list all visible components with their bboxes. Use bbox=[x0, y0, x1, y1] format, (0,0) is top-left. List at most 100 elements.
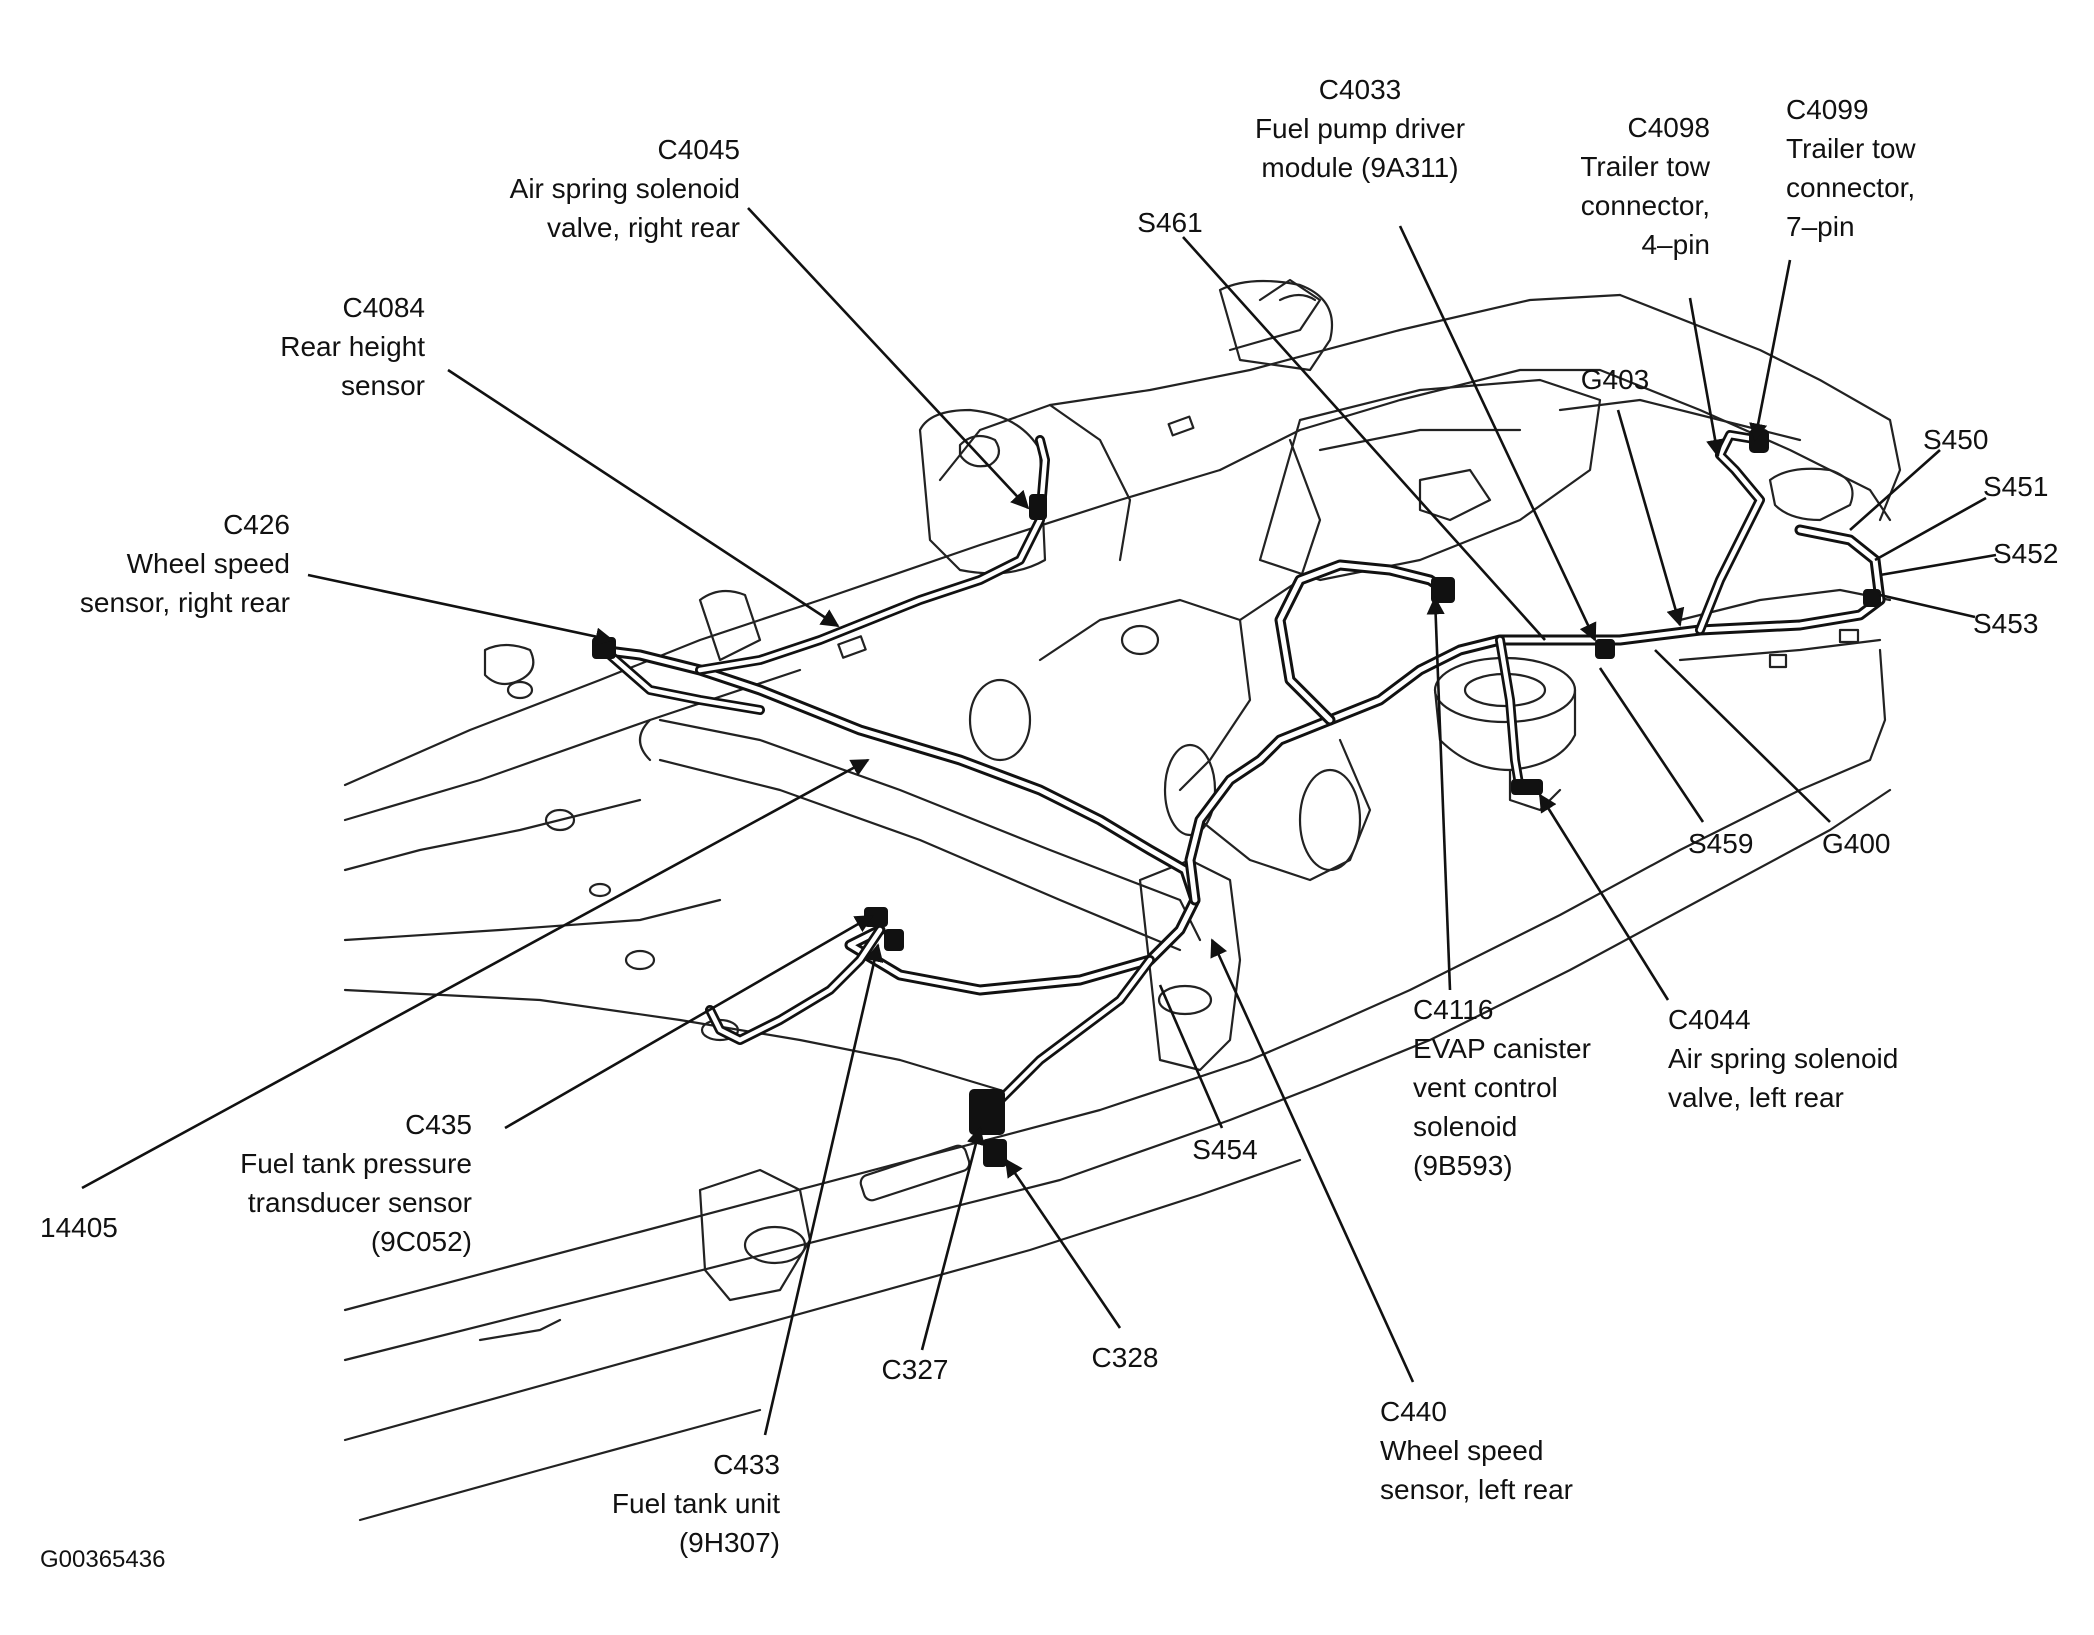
label-line: Fuel tank unit bbox=[611, 1488, 780, 1519]
label-c4116: C4116 EVAP canister vent control solenoi… bbox=[1413, 990, 1591, 1185]
leader-s452 bbox=[1879, 553, 1997, 577]
label-code: S452 bbox=[1993, 538, 2059, 569]
label-line: connector, bbox=[1580, 190, 1710, 221]
label-g403: G403 bbox=[1540, 360, 1690, 399]
label-line: Air spring solenoid bbox=[1668, 1043, 1899, 1074]
label-code: C433 bbox=[713, 1449, 780, 1480]
label-code: C426 bbox=[223, 509, 290, 540]
leader-s451 bbox=[1874, 496, 1987, 562]
label-code: C4045 bbox=[657, 134, 740, 165]
leader-c4116 bbox=[1426, 596, 1452, 991]
label-line: transducer sensor bbox=[247, 1187, 472, 1218]
label-code: C4098 bbox=[1627, 112, 1710, 143]
label-c4098: C4098 Trailer tow connector, 4–pin bbox=[1510, 108, 1710, 264]
label-line: Wheel speed bbox=[1380, 1435, 1544, 1466]
leader-c433 bbox=[763, 943, 884, 1436]
label-code: C435 bbox=[405, 1109, 472, 1140]
figure-id: G00365436 bbox=[40, 1546, 166, 1573]
label-c433: C433 Fuel tank unit (9H307) bbox=[560, 1445, 780, 1562]
leader-c328 bbox=[1004, 1158, 1122, 1329]
label-line: Trailer tow bbox=[1580, 151, 1710, 182]
label-code: C4044 bbox=[1668, 1004, 1751, 1035]
label-line: solenoid bbox=[1413, 1111, 1518, 1142]
label-code: G400 bbox=[1822, 828, 1891, 859]
label-s454: S454 bbox=[1170, 1130, 1280, 1169]
frame-upper-rail bbox=[343, 468, 1222, 787]
leader-14405 bbox=[81, 758, 870, 1190]
leader-c4098 bbox=[1688, 297, 1725, 458]
leader-s454 bbox=[1158, 984, 1224, 1129]
label-code: S450 bbox=[1923, 424, 1989, 455]
leader-c4033 bbox=[1398, 225, 1597, 642]
label-code: S459 bbox=[1688, 828, 1754, 859]
label-line: Wheel speed bbox=[126, 548, 290, 579]
label-line: sensor, left rear bbox=[1380, 1474, 1573, 1505]
label-line: sensor bbox=[340, 370, 425, 401]
label-s450: S450 bbox=[1923, 420, 1988, 459]
label-code: C328 bbox=[1091, 1342, 1159, 1373]
label-c4044: C4044 Air spring solenoid valve, left re… bbox=[1668, 1000, 1898, 1117]
label-g400: G400 bbox=[1822, 824, 1891, 863]
wiring-harness bbox=[594, 430, 1886, 1115]
label-c435: C435 Fuel tank pressure transducer senso… bbox=[200, 1105, 472, 1261]
label-c327: C327 bbox=[860, 1350, 970, 1389]
frame-cross-tube bbox=[658, 718, 1202, 942]
leader-c440 bbox=[1210, 938, 1415, 1383]
label-line: connector, bbox=[1786, 172, 1916, 203]
label-code: C327 bbox=[881, 1354, 949, 1385]
leader-s459 bbox=[1598, 667, 1705, 823]
label-line: 7–pin bbox=[1786, 211, 1855, 242]
label-line: Fuel pump driver bbox=[1254, 113, 1466, 144]
label-s461: S461 bbox=[1100, 203, 1240, 242]
label-line: (9C052) bbox=[370, 1226, 472, 1257]
leader-c4044 bbox=[1538, 793, 1670, 1001]
label-code: S461 bbox=[1137, 207, 1203, 238]
label-14405: 14405 bbox=[40, 1208, 118, 1247]
label-c328: C328 bbox=[1070, 1338, 1180, 1377]
leader-s450 bbox=[1849, 449, 1941, 531]
label-code: C4033 bbox=[1318, 74, 1402, 105]
label-line: (9B593) bbox=[1413, 1150, 1513, 1181]
label-line: valve, left rear bbox=[1668, 1082, 1844, 1113]
leader-lines bbox=[81, 207, 1997, 1436]
label-s451: S451 bbox=[1983, 467, 2048, 506]
label-code: 14405 bbox=[40, 1212, 118, 1243]
label-s459: S459 bbox=[1688, 824, 1753, 863]
leader-c4099 bbox=[1749, 259, 1792, 442]
label-c4033: C4033 Fuel pump driver module (9A311) bbox=[1210, 70, 1510, 187]
label-line: (9H307) bbox=[678, 1527, 780, 1558]
label-line: Trailer tow bbox=[1786, 133, 1916, 164]
leader-c426 bbox=[307, 573, 614, 646]
fuel-tank bbox=[1258, 378, 1602, 582]
label-line: vent control bbox=[1413, 1072, 1558, 1103]
leader-c327 bbox=[920, 1126, 985, 1351]
label-code: S454 bbox=[1192, 1134, 1258, 1165]
leader-c435 bbox=[504, 914, 874, 1130]
label-line: sensor, right rear bbox=[79, 587, 290, 618]
label-c440: C440 Wheel speed sensor, left rear bbox=[1380, 1392, 1573, 1509]
label-code: S451 bbox=[1983, 471, 2049, 502]
label-code: C4116 bbox=[1413, 994, 1494, 1025]
label-s453: S453 bbox=[1973, 604, 2038, 643]
label-c4045: C4045 Air spring solenoid valve, right r… bbox=[440, 130, 740, 247]
label-line: valve, right rear bbox=[547, 212, 740, 243]
leader-c4045 bbox=[747, 207, 1030, 510]
label-line: Air spring solenoid bbox=[509, 173, 740, 204]
label-line: EVAP canister bbox=[1413, 1033, 1591, 1064]
label-code: C4084 bbox=[342, 292, 425, 323]
leader-s453 bbox=[1879, 593, 1976, 619]
label-c4099: C4099 Trailer tow connector, 7–pin bbox=[1786, 90, 2006, 246]
label-s452: S452 bbox=[1993, 534, 2058, 573]
label-line: 4–pin bbox=[1641, 229, 1710, 260]
leader-g403 bbox=[1616, 409, 1685, 627]
label-code: C4099 bbox=[1786, 94, 1869, 125]
leader-g400 bbox=[1654, 649, 1831, 823]
label-line: Rear height bbox=[280, 331, 425, 362]
label-c4084: C4084 Rear height sensor bbox=[200, 288, 425, 405]
leader-c4084 bbox=[447, 368, 840, 628]
label-code: G403 bbox=[1580, 364, 1650, 395]
label-c426: C426 Wheel speed sensor, right rear bbox=[40, 505, 290, 622]
leader-s461 bbox=[1182, 236, 1546, 641]
